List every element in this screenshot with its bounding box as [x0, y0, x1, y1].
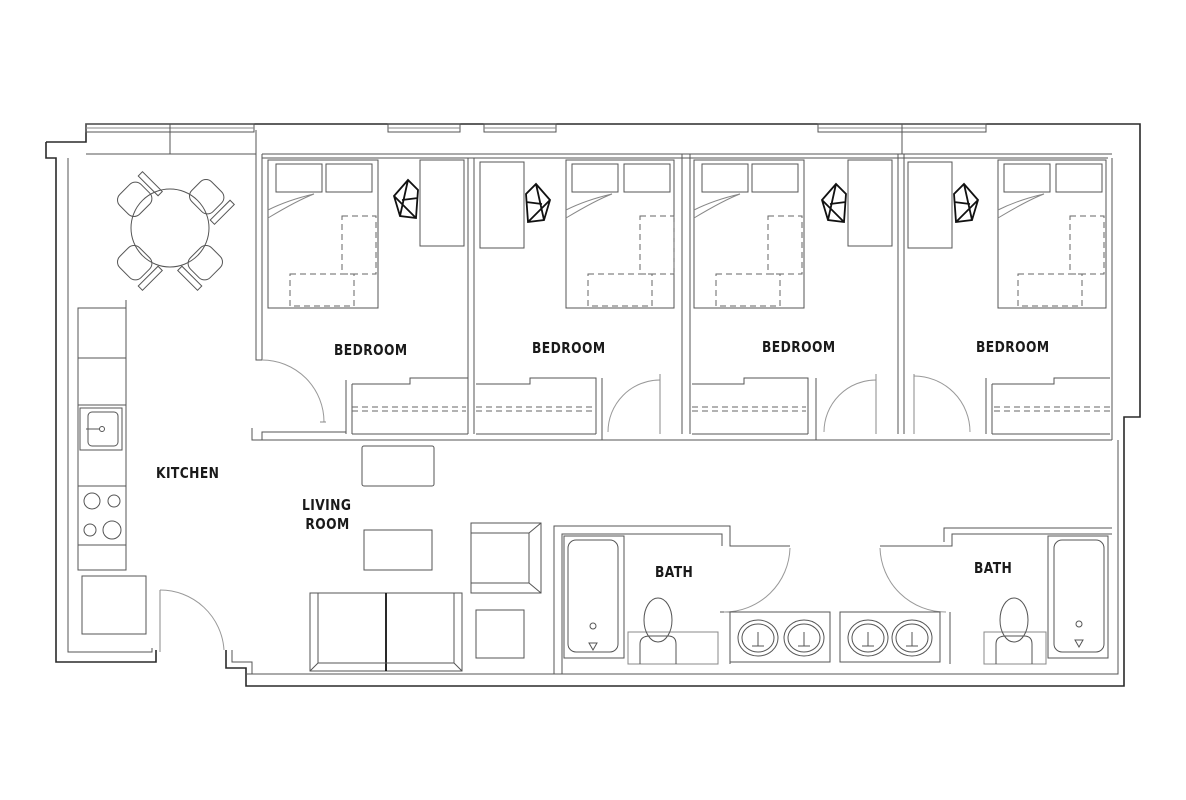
dining-table: [117, 171, 235, 291]
room-label-bedroom-4: BEDROOM: [976, 338, 1050, 356]
room-label-living-room: LIVING ROOM: [302, 496, 351, 534]
room-label-bedroom-2: BEDROOM: [532, 339, 606, 357]
kitchen-counter: [77, 300, 147, 635]
vanities: [729, 611, 941, 663]
room-label-living-line2: ROOM: [305, 515, 350, 533]
windows: [85, 123, 987, 154]
room-label-kitchen: KITCHEN: [156, 464, 220, 482]
living-furniture: [309, 445, 542, 672]
bathtubs: [563, 535, 1109, 659]
room-label-bath-2: BATH: [974, 559, 1013, 577]
bedroom-walls: [251, 153, 1112, 441]
desks: [419, 159, 953, 249]
room-label-bedroom-3: BEDROOM: [762, 338, 836, 356]
desk-chairs: [392, 178, 980, 224]
entry-door: [159, 589, 225, 652]
exterior-walls: [45, 123, 1141, 687]
toilets: [627, 597, 1047, 665]
room-label-living-line1: LIVING: [302, 496, 352, 514]
room-label-bedroom-1: BEDROOM: [334, 341, 408, 359]
bath-walls: [553, 525, 1112, 674]
closets: [345, 377, 1110, 440]
room-label-bath-1: BATH: [655, 563, 694, 581]
bath-doors: [723, 547, 947, 613]
beds: [267, 159, 1107, 309]
bedroom-doors: [261, 359, 971, 434]
